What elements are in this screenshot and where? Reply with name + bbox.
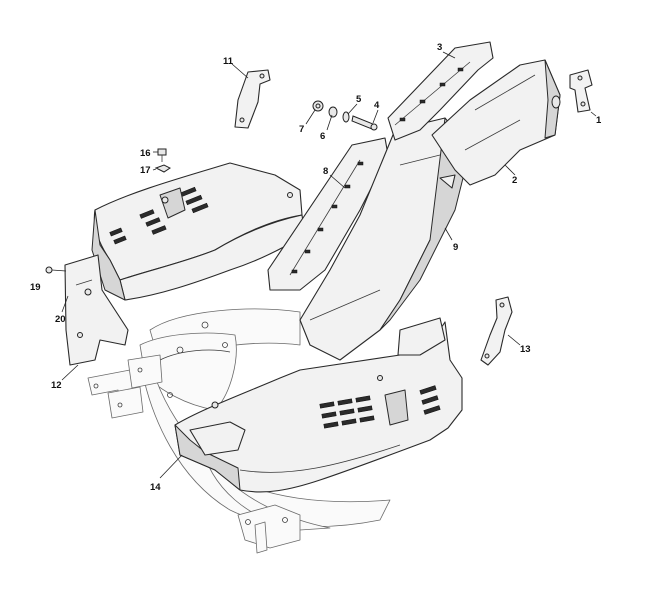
callout-9: 9 (453, 242, 458, 253)
bolt-and-nut (154, 148, 171, 173)
callout-3: 3 (437, 42, 442, 53)
callout-19: 19 (30, 282, 41, 293)
callout-20: 20 (55, 314, 66, 325)
callout-5: 5 (356, 94, 362, 105)
mounting-bracket-right (480, 296, 513, 366)
upper-cover-right (431, 59, 561, 186)
callout-16: 16 (140, 148, 151, 159)
callout-11: 11 (223, 56, 234, 67)
rear-hitch-bracket (237, 504, 301, 554)
callout-6: 6 (320, 131, 325, 142)
mounting-bracket-upper (234, 69, 271, 129)
callout-12: 12 (51, 380, 62, 391)
callout-2: 2 (512, 175, 517, 186)
callout-1: 1 (596, 115, 602, 126)
callout-13: 13 (520, 344, 531, 355)
callout-labels: 1 2 3 4 5 6 7 8 9 11 12 13 14 16 17 19 2… (30, 42, 602, 493)
callout-7: 7 (299, 124, 304, 135)
bracket-clip (569, 69, 593, 113)
fastener-stack (312, 100, 378, 131)
side-bracket-left (64, 254, 129, 366)
callout-14: 14 (150, 482, 161, 493)
callout-4: 4 (374, 100, 380, 111)
upper-cover-left (387, 41, 494, 141)
front-hitch-brackets (87, 354, 163, 419)
side-panel-left (267, 137, 389, 291)
front-cover (174, 317, 463, 493)
callout-8: 8 (323, 166, 328, 177)
callout-17: 17 (140, 165, 151, 176)
side-shield (87, 162, 306, 301)
screw (45, 266, 67, 274)
leader-lines (61, 51, 597, 479)
